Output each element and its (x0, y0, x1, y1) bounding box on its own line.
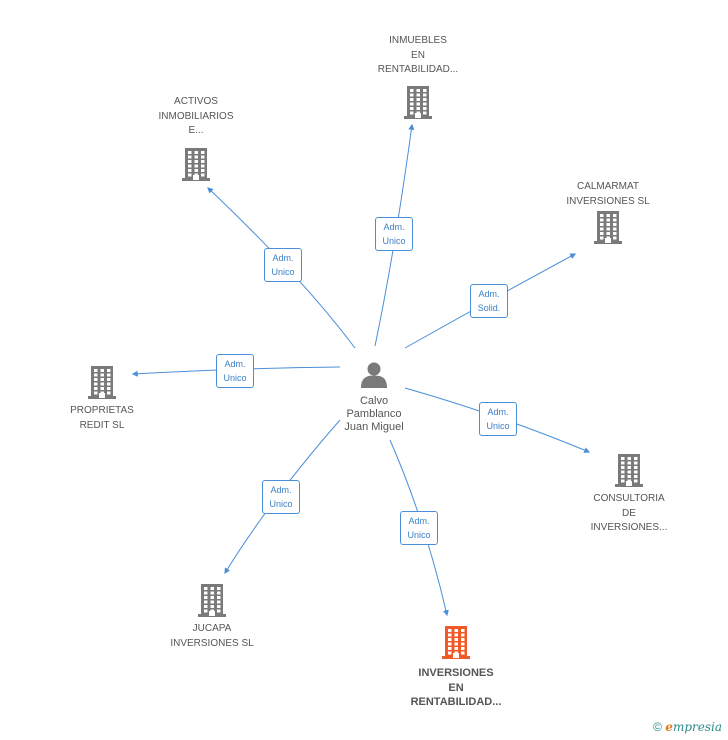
building-icon (404, 85, 432, 119)
role-badge-calmarmat[interactable]: Adm. Solid. (470, 284, 508, 318)
center-person-name: Calvo Pamblanco Juan Miguel (344, 395, 404, 433)
role-badge-proprietas[interactable]: Adm. Unico (216, 354, 254, 388)
company-name: CONSULTORIA DE INVERSIONES... (590, 493, 668, 533)
building-icon (88, 366, 116, 399)
role-badge-inversiones[interactable]: Adm. Unico (400, 511, 438, 545)
building-icon (615, 454, 643, 487)
footer-brand: © empresia (653, 720, 722, 734)
role-badge-activos[interactable]: Adm. Unico (264, 248, 302, 282)
role-badge-jucapa[interactable]: Adm. Unico (262, 480, 300, 514)
company-node-activos[interactable]: ACTIVOS INMOBILIARIOS E... (146, 95, 246, 182)
building-icon (442, 626, 470, 659)
company-node-jucapa[interactable]: JUCAPA INVERSIONES SL (162, 582, 262, 651)
role-badge-inmuebles[interactable]: Adm. Unico (375, 217, 413, 251)
company-node-inversiones[interactable]: INVERSIONES EN RENTABILIDAD... (406, 624, 506, 710)
company-node-calmarmat[interactable]: CALMARMAT INVERSIONES SL (558, 180, 658, 245)
company-node-consultoria[interactable]: CONSULTORIA DE INVERSIONES... (579, 452, 679, 536)
company-name: ACTIVOS INMOBILIARIOS E... (158, 96, 234, 136)
company-name: INVERSIONES EN RENTABILIDAD... (410, 667, 502, 708)
center-person-node[interactable]: Calvo Pamblanco Juan Miguel (334, 360, 414, 434)
copyright-icon: © (653, 720, 662, 734)
person-icon (361, 362, 387, 388)
company-name: INMUEBLES EN RENTABILIDAD... (377, 35, 459, 75)
company-name: CALMARMAT INVERSIONES SL (566, 181, 650, 207)
role-badge-consultoria[interactable]: Adm. Unico (479, 402, 517, 436)
company-node-inmuebles[interactable]: INMUEBLES EN RENTABILIDAD... (368, 34, 468, 120)
building-icon (594, 211, 622, 244)
brand-logo: empresia (665, 720, 722, 734)
building-icon (198, 584, 226, 617)
company-name: PROPRIETAS REDIT SL (70, 405, 134, 431)
company-node-proprietas[interactable]: PROPRIETAS REDIT SL (52, 364, 152, 433)
building-icon (182, 147, 210, 181)
company-name: JUCAPA INVERSIONES SL (170, 623, 254, 649)
